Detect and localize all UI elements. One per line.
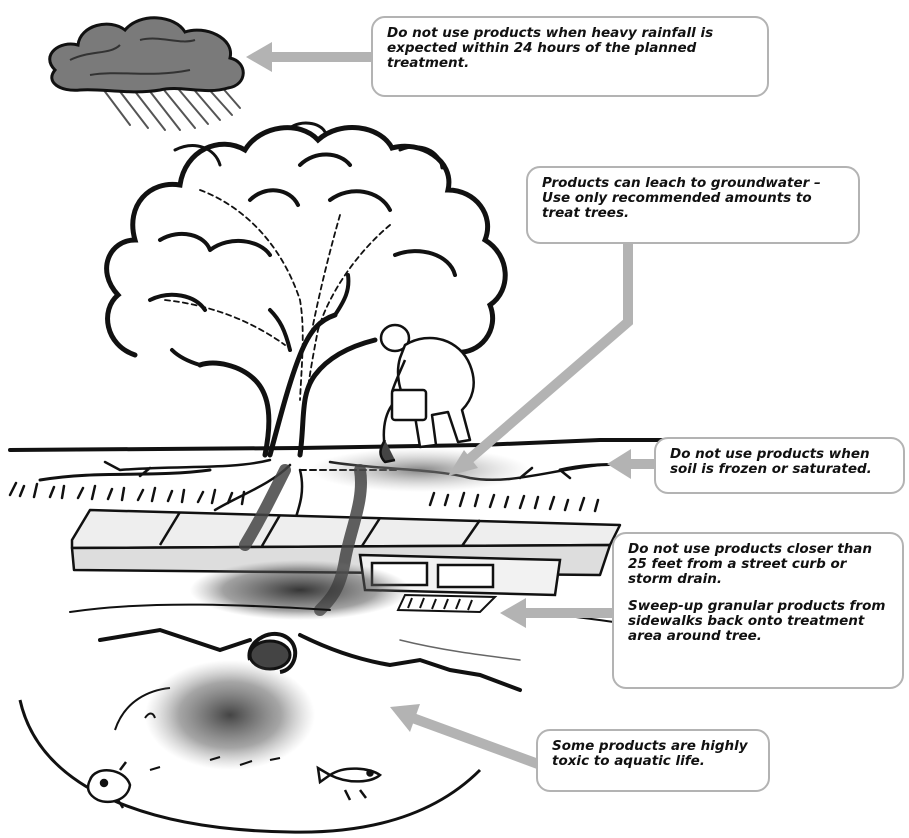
arrow-icon bbox=[390, 704, 540, 769]
callout-aquatic: Some products are highly toxic to aquati… bbox=[536, 729, 770, 792]
fish-icon bbox=[316, 765, 383, 801]
arrow-icon bbox=[607, 449, 655, 479]
callout-frozen-soil: Do not use products when soil is frozen … bbox=[654, 437, 905, 494]
pond bbox=[18, 660, 482, 834]
callout-text: Do not use products when heavy rainfall … bbox=[387, 25, 714, 71]
callout-text: Some products are highly toxic to aquati… bbox=[552, 738, 748, 769]
callout-storm-drain: Do not use products closer than 25 feet … bbox=[612, 532, 904, 689]
arrow-icon bbox=[246, 42, 372, 72]
arrows bbox=[246, 42, 655, 769]
grass bbox=[8, 481, 600, 513]
arrow-icon bbox=[500, 598, 613, 628]
callout-rainfall: Do not use products when heavy rainfall … bbox=[371, 16, 769, 97]
callout-text: Do not use products closer than 25 feet … bbox=[628, 541, 873, 587]
callout-text: Products can leach to groundwater – Use … bbox=[542, 175, 821, 221]
soil-puddle bbox=[310, 448, 530, 492]
storm-drain-icon bbox=[396, 593, 498, 614]
worker-icon bbox=[379, 323, 475, 464]
drain-runoff bbox=[190, 560, 410, 620]
outfall-pipe-icon bbox=[247, 632, 298, 674]
rain-cloud-icon bbox=[48, 16, 245, 131]
fish-icon bbox=[86, 761, 132, 809]
tree-icon bbox=[104, 121, 508, 471]
arrow-icon bbox=[448, 242, 633, 476]
curb bbox=[358, 553, 562, 597]
callout-text: Sweep-up granular products from sidewalk… bbox=[628, 598, 886, 644]
callout-groundwater: Products can leach to groundwater – Use … bbox=[526, 166, 860, 244]
callout-text: Do not use products when soil is frozen … bbox=[670, 446, 872, 477]
